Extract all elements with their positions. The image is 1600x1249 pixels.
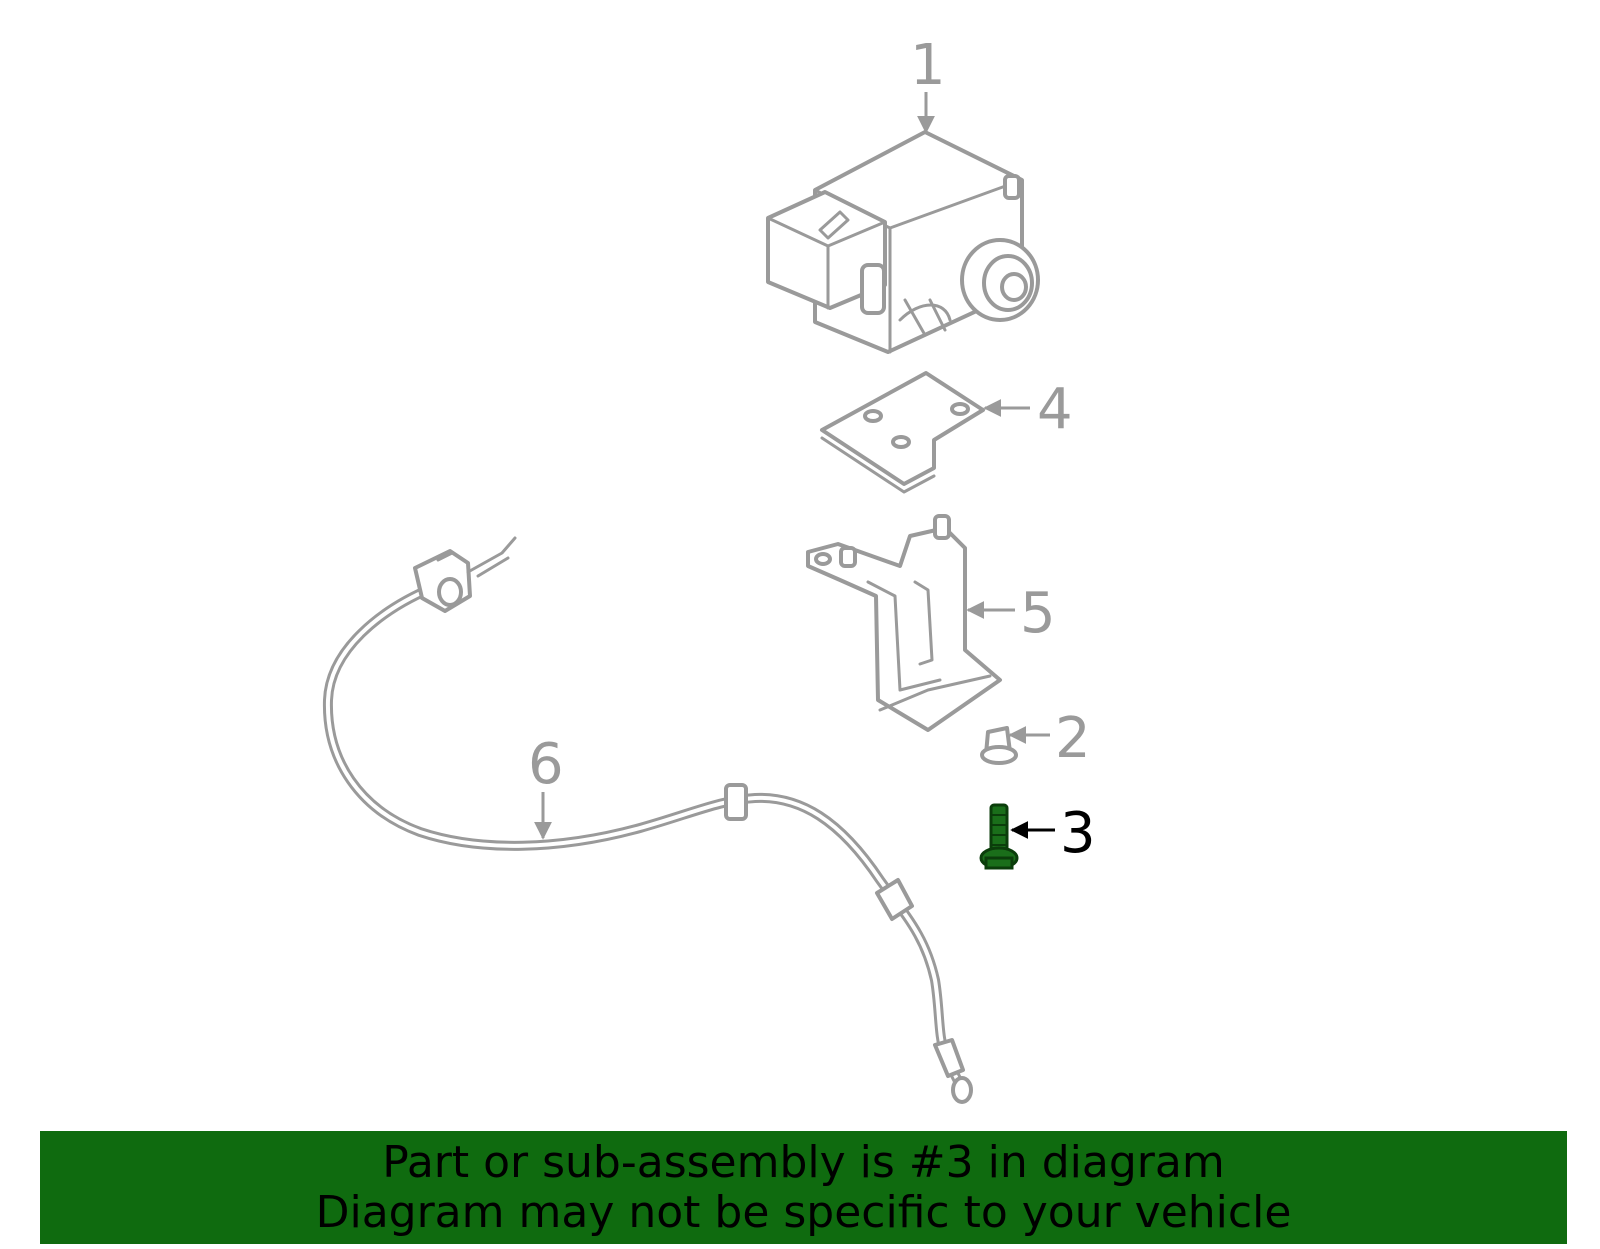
part-4-insulator [820, 371, 985, 494]
part-3-bolt-highlighted [979, 803, 1019, 870]
banner-line-part-number: Part or sub-assembly is #3 in diagram [382, 1136, 1225, 1188]
callout-6: 6 [528, 732, 564, 797]
part-5-bracket [806, 514, 1002, 732]
callout-4: 4 [1037, 377, 1073, 442]
callout-5: 5 [1020, 581, 1056, 646]
part-1-abs-modulator [766, 130, 1040, 354]
banner-line-disclaimer: Diagram may not be specific to your vehi… [315, 1186, 1292, 1238]
callout-3: 3 [1060, 801, 1096, 866]
part-6-sensor-harness [322, 536, 973, 1104]
callout-2: 2 [1055, 706, 1091, 771]
info-banner: Part or sub-assembly is #3 in diagram Di… [40, 1131, 1567, 1244]
callout-1: 1 [910, 33, 946, 98]
part-2-nut [980, 726, 1018, 765]
